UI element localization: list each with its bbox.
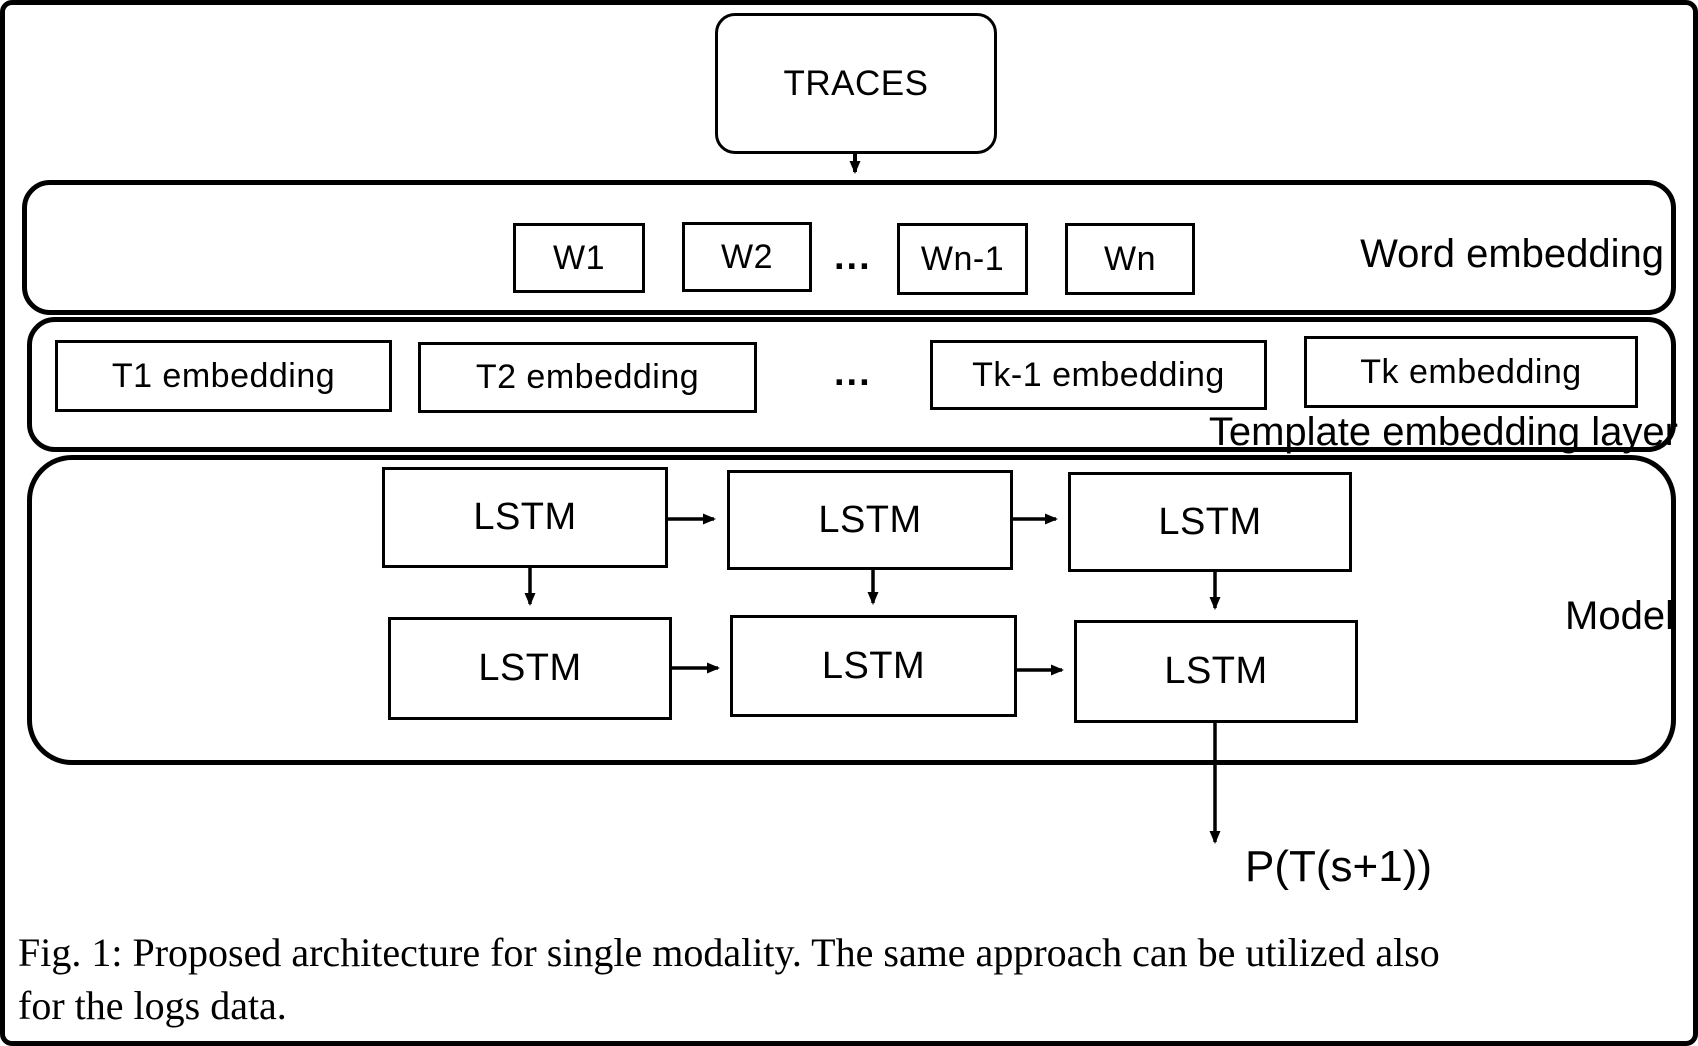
figure-caption: Fig. 1: Proposed architecture for single… xyxy=(18,926,1678,1032)
word-embedding-layer-label: Word embedding xyxy=(1360,232,1664,276)
lstm-label: LSTM xyxy=(1164,650,1268,692)
lstm-label: LSTM xyxy=(478,647,582,689)
word-box-wn1-label: Wn-1 xyxy=(920,239,1005,278)
output-probability-label: P(T(s+1)) xyxy=(1245,842,1432,891)
word-box-w2-label: W2 xyxy=(721,237,773,276)
template-box-tk: Tk embedding xyxy=(1304,336,1638,408)
model-container xyxy=(27,455,1676,765)
lstm-box-bottom-1: LSTM xyxy=(388,617,672,720)
model-label: Model xyxy=(1565,594,1674,638)
lstm-box-top-2: LSTM xyxy=(727,470,1013,570)
word-box-w2: W2 xyxy=(682,222,812,292)
lstm-box-bottom-3: LSTM xyxy=(1074,620,1358,723)
caption-line-2: for the logs data. xyxy=(18,983,287,1028)
word-embedding-container xyxy=(22,180,1676,315)
word-box-wn: Wn xyxy=(1065,223,1195,295)
traces-label: TRACES xyxy=(783,63,929,103)
traces-node: TRACES xyxy=(715,13,997,154)
template-box-tk1: Tk-1 embedding xyxy=(930,340,1267,410)
word-box-w1: W1 xyxy=(513,223,645,293)
lstm-box-bottom-2: LSTM xyxy=(730,615,1017,717)
word-row-ellipsis: ... xyxy=(834,236,872,278)
lstm-box-top-3: LSTM xyxy=(1068,472,1352,572)
caption-line-1: Fig. 1: Proposed architecture for single… xyxy=(18,930,1440,975)
template-row-ellipsis: ... xyxy=(834,352,872,394)
lstm-label: LSTM xyxy=(473,496,577,538)
word-box-wn-label: Wn xyxy=(1104,239,1156,278)
template-box-tk1-label: Tk-1 embedding xyxy=(972,355,1225,394)
template-embedding-layer-label: Template embedding layer xyxy=(1208,410,1678,454)
word-box-wn1: Wn-1 xyxy=(897,223,1028,295)
template-box-t2: T2 embedding xyxy=(418,342,757,413)
template-box-tk-label: Tk embedding xyxy=(1360,352,1582,391)
lstm-box-top-1: LSTM xyxy=(382,467,668,568)
lstm-label: LSTM xyxy=(1158,500,1262,543)
lstm-label: LSTM xyxy=(818,498,922,541)
word-box-w1-label: W1 xyxy=(553,238,605,277)
template-box-t2-label: T2 embedding xyxy=(475,358,700,396)
template-embedding-container xyxy=(27,317,1676,452)
lstm-label: LSTM xyxy=(821,644,926,687)
template-box-t1-label: T1 embedding xyxy=(111,356,336,395)
template-box-t1: T1 embedding xyxy=(55,340,392,412)
